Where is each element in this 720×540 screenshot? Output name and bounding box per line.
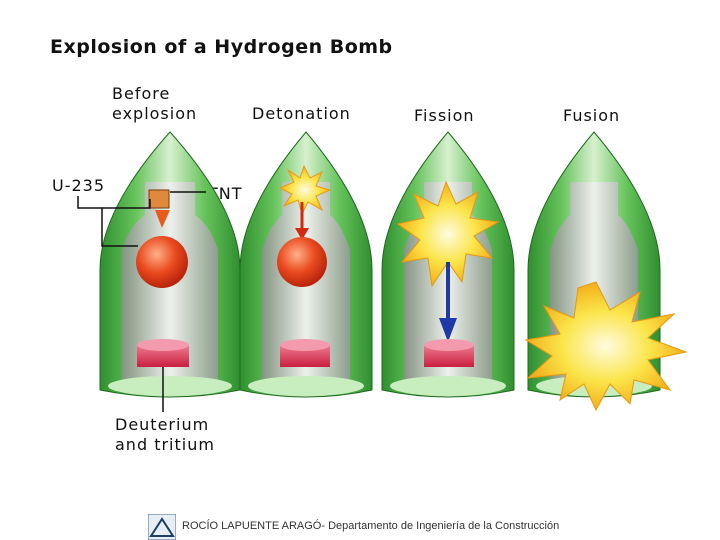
- fuel-cylinder-top: [424, 339, 474, 351]
- bomb-base-light: [248, 376, 364, 396]
- bomb-detonation: [240, 132, 372, 397]
- bomb-base-light: [390, 376, 506, 396]
- bomb-fusion: [526, 132, 686, 410]
- institution-logo-icon: [148, 514, 176, 540]
- footer-credit: ROCÍO LAPUENTE ARAGÓ- Departamento de In…: [182, 520, 559, 532]
- footer: ROCÍO LAPUENTE ARAGÓ- Departamento de In…: [148, 514, 608, 540]
- bomb-fission: [382, 132, 514, 397]
- fuel-cylinder-top: [137, 339, 189, 351]
- tnt-charge: [149, 190, 169, 208]
- bomb-base-light: [108, 376, 232, 396]
- bomb-before: [100, 132, 240, 397]
- u235-core: [136, 236, 188, 288]
- fuel-cylinder-top: [280, 339, 330, 351]
- u235-core: [277, 237, 327, 287]
